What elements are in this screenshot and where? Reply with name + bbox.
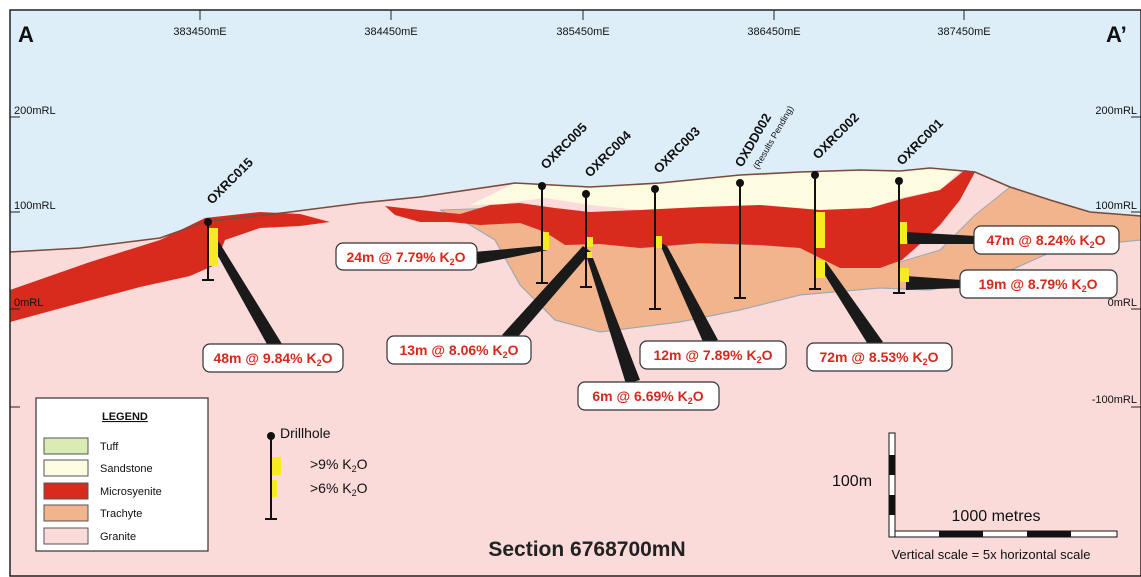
legend-swatch-sandstone: [43, 459, 89, 477]
svg-text:13m @ 8.06% K2O: 13m @ 8.06% K2O: [399, 342, 518, 360]
intercept-callout: 13m @ 8.06% K2O: [386, 335, 532, 365]
vertical-scale-label: 100m: [832, 473, 872, 490]
callout-pointer: [906, 232, 976, 244]
intercept-bar: [587, 252, 592, 258]
intercept-bar: [587, 237, 593, 247]
scale-bar: 100m 1000 metres Vertical scale = 5x hor…: [832, 432, 1118, 562]
easting-label: 383450mE: [173, 26, 226, 38]
low-grade-label: >6% K2O: [310, 480, 368, 498]
intercept-bar: [816, 212, 825, 248]
rl-label: 200mRL: [14, 105, 56, 117]
easting-axis: 383450mE 384450mE 385450mE 386450mE 3874…: [173, 10, 991, 38]
svg-text:19m @ 8.79% K2O: 19m @ 8.79% K2O: [978, 276, 1097, 294]
callout-pointer: [502, 246, 591, 339]
section-title: Section 6768700mN: [488, 538, 685, 561]
intercept-callout: 47m @ 8.24% K2O: [973, 225, 1120, 255]
rl-label: 100mRL: [1095, 200, 1137, 212]
svg-text:6m @ 6.69% K2O: 6m @ 6.69% K2O: [592, 388, 703, 406]
legend-label: Tuff: [100, 441, 119, 453]
legend-swatch-tuff: [43, 437, 89, 455]
sandstone-unit: [470, 168, 960, 210]
easting-label: 384450mE: [364, 26, 417, 38]
svg-text:47m @ 8.24% K2O: 47m @ 8.24% K2O: [986, 232, 1105, 250]
callout-pointer: [587, 258, 640, 384]
intercept-bar: [900, 268, 909, 282]
callout-pointer: [906, 276, 962, 290]
callout-pointer: [818, 262, 883, 346]
svg-text:24m @ 7.79% K2O: 24m @ 7.79% K2O: [346, 249, 465, 267]
intercept-bar: [816, 260, 825, 278]
intercept-callout: 72m @ 8.53% K2O: [806, 342, 953, 372]
callout-pointer: [659, 242, 718, 344]
legend-label: Microsyenite: [100, 486, 162, 498]
intercept-callouts: 48m @ 9.84% K2O 24m @ 7.79% K2O 13m @ 8.…: [202, 225, 1120, 411]
microsyenite-unit: [10, 170, 975, 322]
legend-label: Trachyte: [100, 508, 142, 520]
rl-axis-left: 200mRL 100mRL 0mRL: [10, 105, 56, 408]
legend-swatch-microsyenite: [43, 482, 89, 500]
rl-label: 100mRL: [14, 200, 56, 212]
low-grade-symbol: [272, 480, 277, 497]
rl-label: 0mRL: [14, 297, 43, 309]
legend-label: Granite: [100, 531, 136, 543]
intercept-callout: 12m @ 7.89% K2O: [639, 340, 787, 370]
horizontal-scale-label: 1000 metres: [952, 508, 1041, 525]
intercept-bar: [543, 232, 549, 250]
callout-pointers: [208, 232, 976, 384]
high-grade-symbol: [272, 457, 281, 475]
intercept-bar: [209, 228, 218, 266]
intercept-callout: 6m @ 6.69% K2O: [577, 381, 720, 411]
easting-label: 386450mE: [747, 26, 800, 38]
legend-swatch-granite: [43, 527, 89, 545]
intercept-callout: 48m @ 9.84% K2O: [202, 343, 344, 373]
easting-label: 387450mE: [937, 26, 990, 38]
intercept-callout: 24m @ 7.79% K2O: [335, 242, 478, 271]
rl-label: 200mRL: [1095, 105, 1137, 117]
rl-label: 0mRL: [1108, 297, 1137, 309]
svg-text:48m @ 9.84% K2O: 48m @ 9.84% K2O: [213, 350, 332, 368]
legend-swatch-trachyte: [43, 504, 89, 522]
svg-text:12m @ 7.89% K2O: 12m @ 7.89% K2O: [653, 347, 772, 365]
drillhole-key: Drillhole >9% K2O >6% K2O: [265, 425, 368, 520]
intercept-callout: 19m @ 8.79% K2O: [959, 269, 1118, 299]
intercept-bar: [900, 222, 907, 244]
drillhole-key-label: Drillhole: [280, 425, 331, 441]
intercept-bar: [656, 236, 662, 248]
high-grade-label: >9% K2O: [310, 456, 368, 474]
topographic-surface: [10, 167, 1141, 253]
rl-label: -100mRL: [1092, 394, 1137, 406]
callout-pointer: [474, 246, 548, 264]
legend-title: LEGEND: [102, 411, 148, 423]
section-end-label: A’: [1106, 22, 1127, 47]
legend: LEGEND Tuff Sandstone Microsyenite Trach…: [35, 397, 209, 552]
rl-axis-right: 200mRL 100mRL 0mRL -100mRL: [1092, 105, 1141, 408]
callout-pointer: [208, 238, 282, 346]
section-start-label: A: [18, 22, 34, 47]
easting-label: 385450mE: [556, 26, 609, 38]
section-frame: [9, 9, 1141, 577]
svg-text:72m @ 8.53% K2O: 72m @ 8.53% K2O: [819, 349, 938, 367]
scale-note: Vertical scale = 5x horizontal scale: [891, 547, 1090, 562]
legend-label: Sandstone: [100, 463, 153, 475]
